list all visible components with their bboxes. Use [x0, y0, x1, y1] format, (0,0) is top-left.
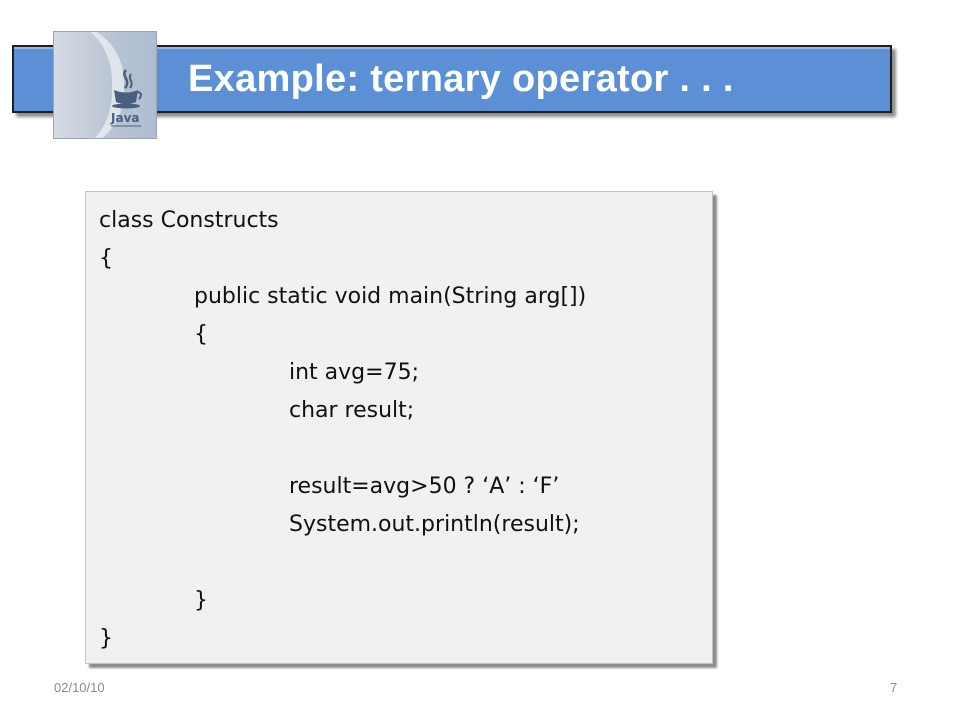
code-block: class Constructs { public static void ma… — [85, 191, 713, 664]
code-line: public static void main(String arg[]) — [194, 284, 587, 309]
code-line: } — [194, 588, 208, 613]
slide-title: Example: ternary operator . . . — [188, 58, 734, 100]
code-line: int avg=75; — [289, 360, 419, 385]
java-logo: Java — [53, 31, 157, 139]
code-line: { — [99, 246, 113, 271]
page-number: 7 — [890, 680, 898, 695]
footer-date: 02/10/10 — [54, 680, 105, 695]
code-line: result=avg>50 ? ‘A’ : ‘F’ — [289, 474, 560, 499]
title-bar — [12, 45, 892, 113]
code-line: class Constructs — [99, 208, 279, 233]
code-line: { — [194, 322, 208, 347]
code-line: char result; — [289, 398, 415, 423]
java-logo-text: Java — [110, 111, 139, 125]
code-line: System.out.println(result); — [289, 512, 580, 537]
code-line: } — [99, 626, 113, 651]
java-logo-icon: Java — [110, 69, 143, 127]
